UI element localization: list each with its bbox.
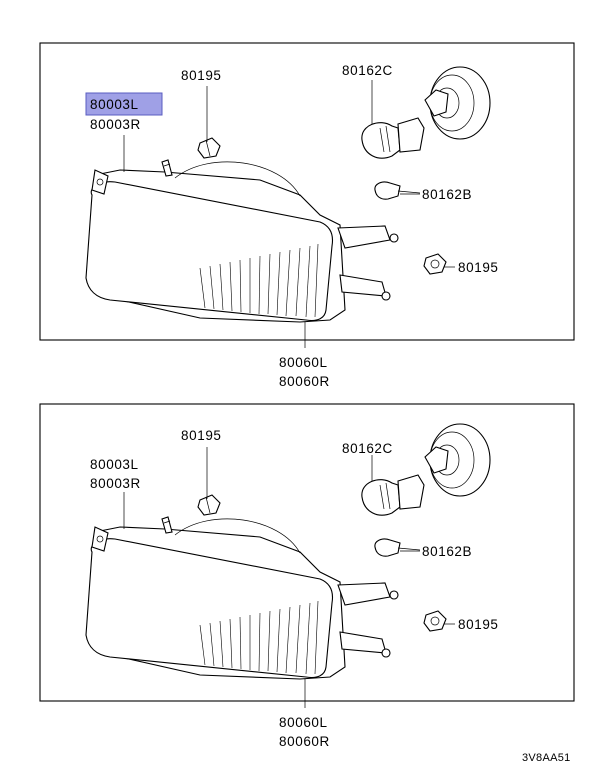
- diagram-bottom: 80003L 80003R 80195 80162C 80162B 80195 …: [39, 403, 575, 749]
- part-label-80195-bottom[interactable]: 80195: [458, 617, 499, 632]
- part-label-80162b[interactable]: 80162B: [422, 187, 472, 202]
- part-label-80162b[interactable]: 80162B: [422, 544, 472, 559]
- part-label-80060r[interactable]: 80060R: [279, 734, 330, 749]
- part-label-80003r[interactable]: 80003R: [90, 476, 141, 491]
- highlight-box: [85, 92, 163, 116]
- part-label-80060l[interactable]: 80060L: [279, 355, 328, 370]
- part-label-80003r[interactable]: 80003R: [90, 117, 141, 132]
- part-label-80060l[interactable]: 80060L: [279, 715, 328, 730]
- figure-code: 3V8AA51: [522, 752, 571, 764]
- part-label-80162c[interactable]: 80162C: [342, 441, 393, 456]
- part-label-80195-top[interactable]: 80195: [181, 68, 222, 83]
- part-label-80003l[interactable]: 80003L: [90, 97, 139, 112]
- part-label-80195-top[interactable]: 80195: [181, 428, 222, 443]
- part-label-80003l[interactable]: 80003L: [90, 457, 139, 472]
- part-label-80060r[interactable]: 80060R: [279, 374, 330, 389]
- part-label-80195-bottom[interactable]: 80195: [458, 260, 499, 275]
- part-label-80162c[interactable]: 80162C: [342, 63, 393, 78]
- diagram-top-frame: [39, 42, 575, 341]
- diagram-bottom-frame: [39, 403, 575, 702]
- diagram-top: 80003L 80003R 80195 80162C 80162B 80195 …: [39, 42, 575, 389]
